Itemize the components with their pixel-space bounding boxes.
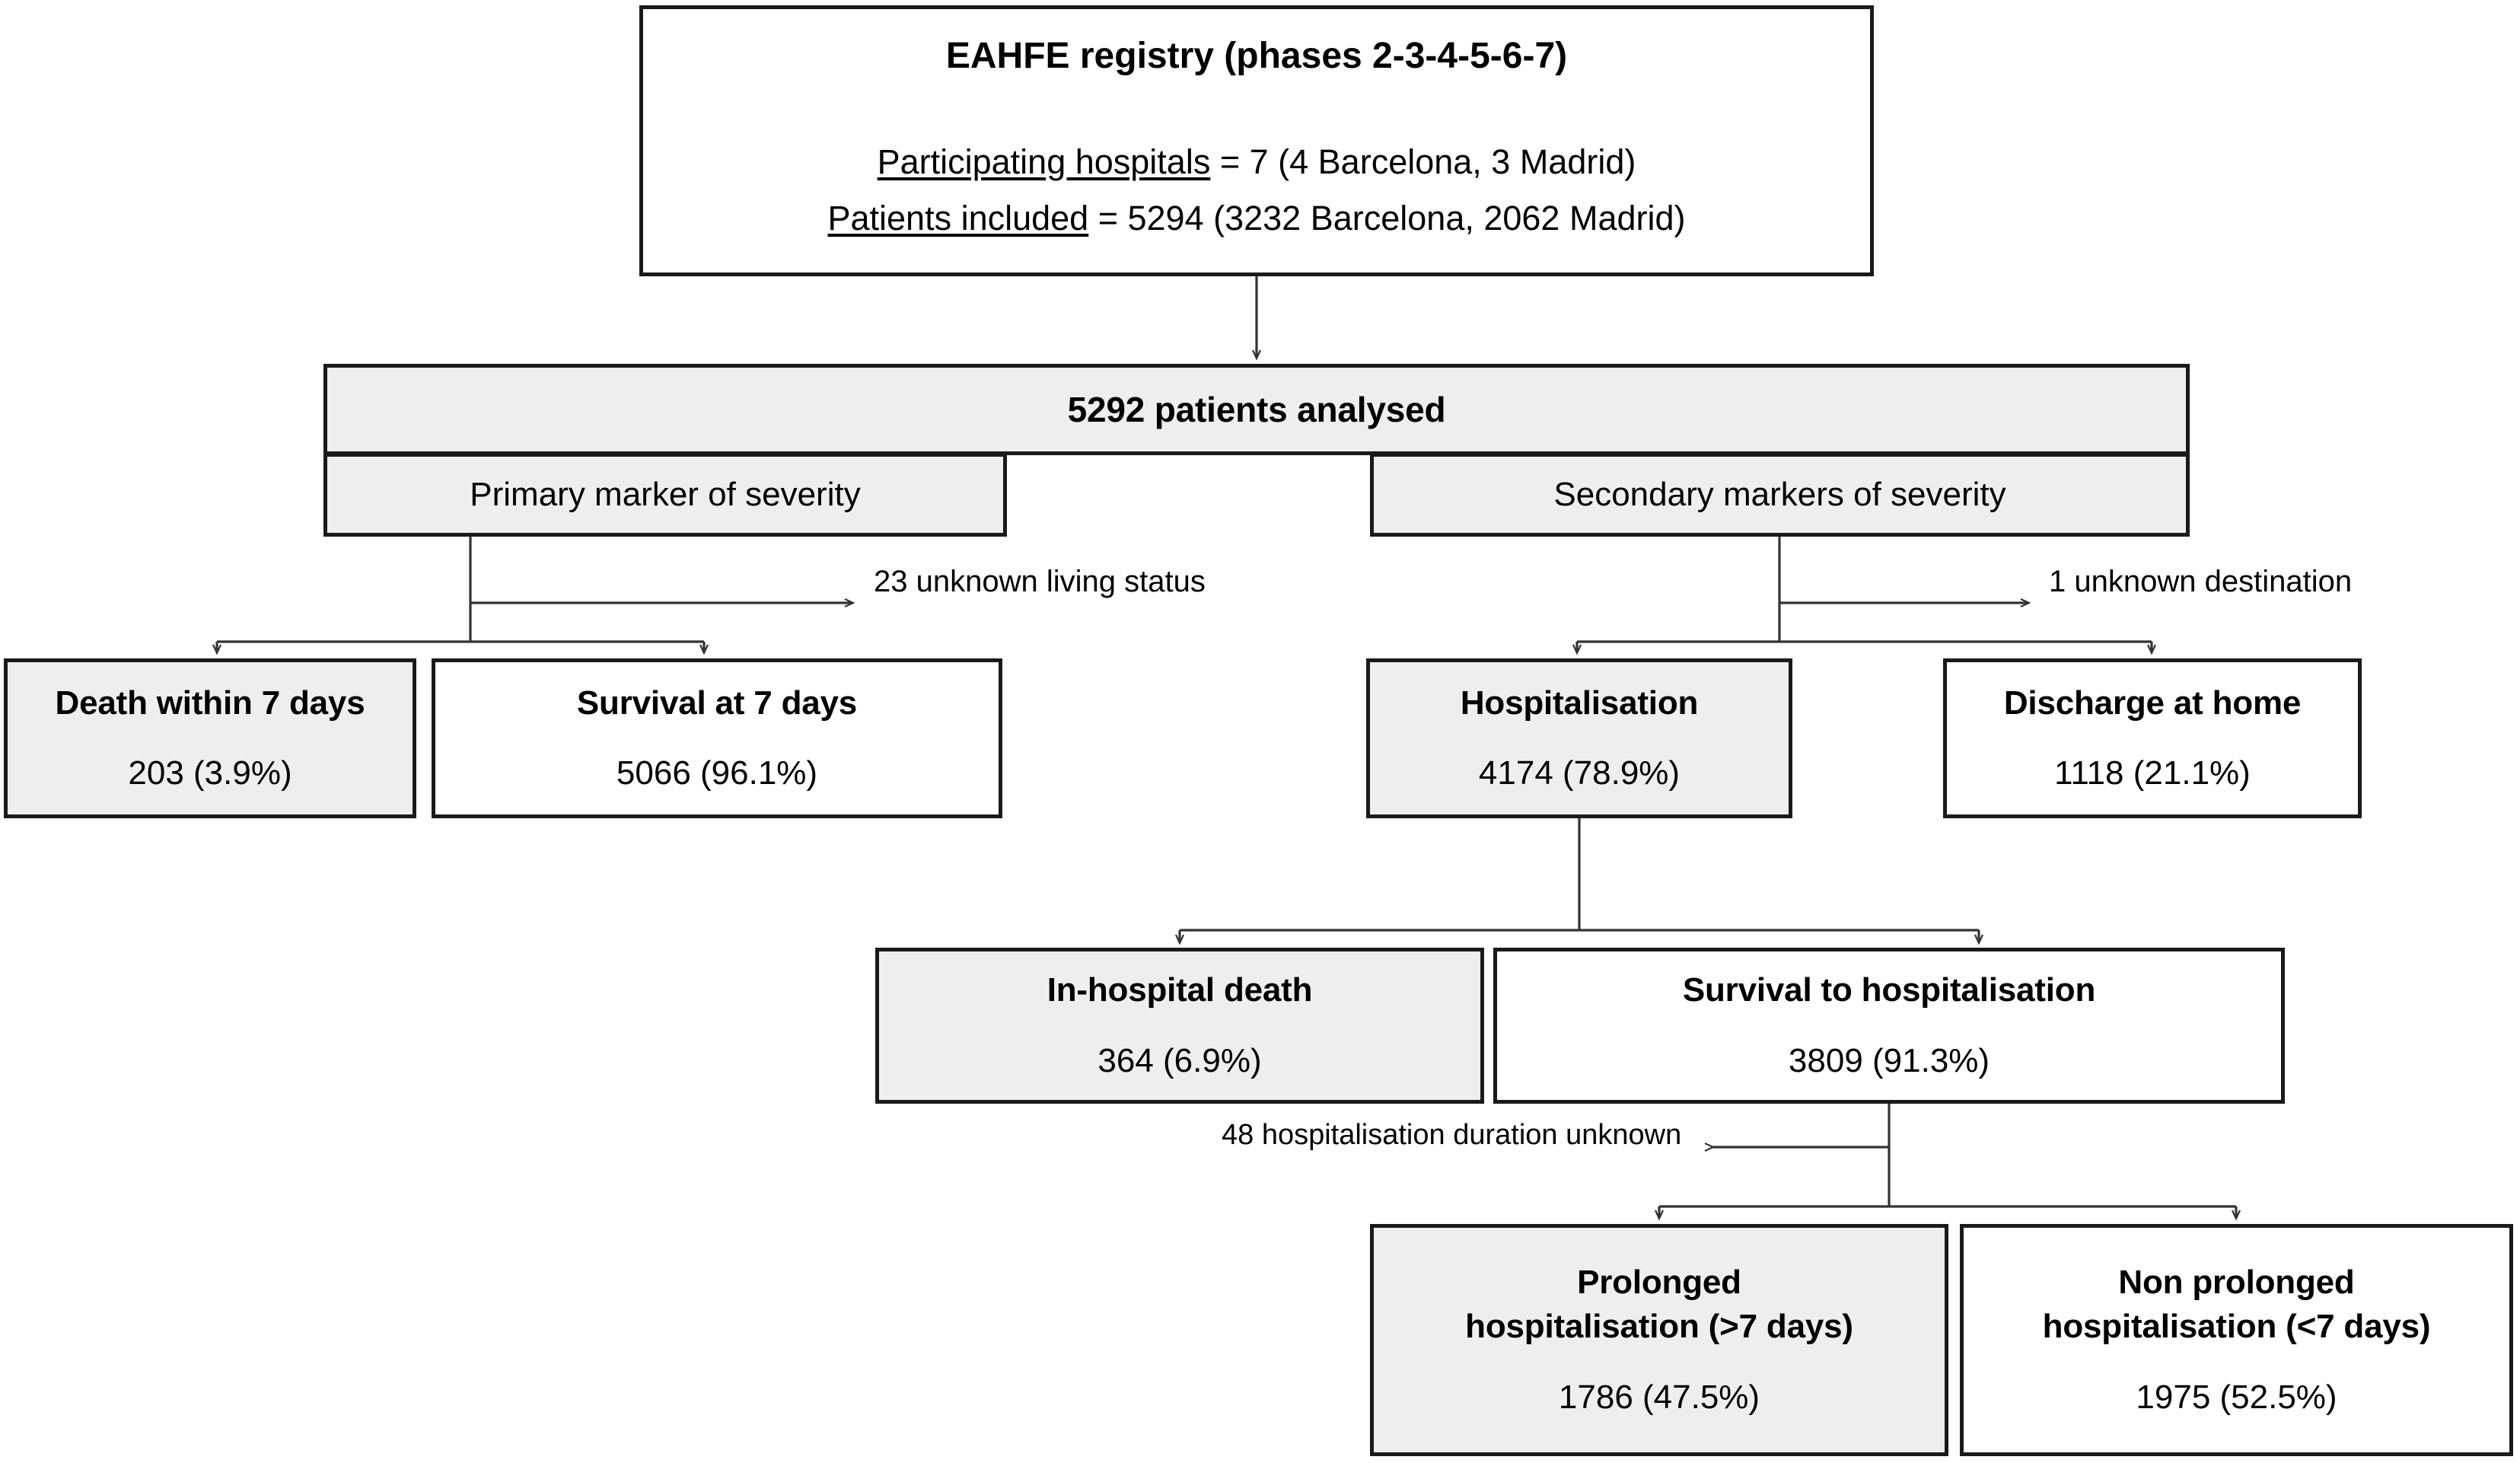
patients-analysed-label: 5292 patients analysed — [1067, 389, 1446, 429]
in-hospital-death-box: In-hospital death 364 (6.9%) — [875, 948, 1484, 1104]
hospitalisation-value: 4174 (78.9%) — [1478, 754, 1681, 792]
discharge-at-home-value: 1118 (21.1%) — [2054, 754, 2251, 792]
survival-to-hospitalisation-box: Survival to hospitalisation 3809 (91.3%) — [1493, 948, 2285, 1104]
note-unknown-duration: 48 hospitalisation duration unknown — [1222, 1119, 1682, 1151]
death-within-7-days-box: Death within 7 days 203 (3.9%) — [4, 658, 416, 818]
patients-included-label: Patients included — [827, 198, 1089, 237]
discharge-at-home-box: Discharge at home 1118 (21.1%) — [1943, 658, 2362, 818]
registry-title: EAHFE registry (phases 2-3-4-5-6-7) — [945, 36, 1568, 76]
registry-box: EAHFE registry (phases 2-3-4-5-6-7) Part… — [639, 5, 1874, 276]
death-within-7-days-title: Death within 7 days — [55, 684, 365, 722]
in-hospital-death-title: In-hospital death — [1047, 971, 1313, 1009]
participating-hospitals-label: Participating hospitals — [877, 142, 1211, 182]
in-hospital-death-value: 364 (6.9%) — [1098, 1041, 1262, 1079]
survival-to-hospitalisation-value: 3809 (91.3%) — [1788, 1041, 1990, 1079]
survival-to-hospitalisation-title: Survival to hospitalisation — [1682, 971, 2096, 1009]
non-prolonged-hospitalisation-box: Non prolonged hospitalisation (<7 days) … — [1960, 1224, 2513, 1456]
registry-details: Participating hospitals = 7 (4 Barcelona… — [827, 139, 1685, 241]
participating-hospitals-value: = 7 (4 Barcelona, 3 Madrid) — [1210, 142, 1636, 182]
secondary-markers-label: Secondary markers of severity — [1553, 475, 2006, 513]
survival-at-7-days-box: Survival at 7 days 5066 (96.1%) — [432, 658, 1002, 818]
non-prolonged-hospitalisation-value: 1975 (52.5%) — [2136, 1378, 2337, 1416]
note-unknown-destination: 1 unknown destination — [2049, 565, 2353, 598]
participating-hospitals-line: Participating hospitals = 7 (4 Barcelona… — [878, 139, 1636, 184]
patients-included-value: = 5294 (3232 Barcelona, 2062 Madrid) — [1088, 198, 1686, 237]
survival-at-7-days-title: Survival at 7 days — [576, 684, 858, 722]
hospitalisation-title: Hospitalisation — [1460, 684, 1699, 722]
primary-marker-label: Primary marker of severity — [470, 475, 861, 513]
survival-at-7-days-value: 5066 (96.1%) — [616, 754, 818, 792]
patients-analysed-box: 5292 patients analysed — [323, 364, 2190, 455]
death-within-7-days-value: 203 (3.9%) — [128, 754, 292, 792]
prolonged-hospitalisation-title: Prolonged hospitalisation (>7 days) — [1465, 1264, 1853, 1346]
secondary-markers-box: Secondary markers of severity — [1370, 453, 2190, 537]
primary-marker-box: Primary marker of severity — [323, 453, 1007, 537]
hospitalisation-box: Hospitalisation 4174 (78.9%) — [1366, 658, 1792, 818]
note-unknown-living-status: 23 unknown living status — [874, 565, 1206, 598]
discharge-at-home-title: Discharge at home — [2003, 684, 2302, 722]
patients-included-line: Patients included = 5294 (3232 Barcelona… — [827, 196, 1685, 241]
prolonged-hospitalisation-box: Prolonged hospitalisation (>7 days) 1786… — [1370, 1224, 1948, 1456]
prolonged-hospitalisation-value: 1786 (47.5%) — [1558, 1378, 1760, 1416]
non-prolonged-hospitalisation-title: Non prolonged hospitalisation (<7 days) — [2042, 1264, 2431, 1346]
